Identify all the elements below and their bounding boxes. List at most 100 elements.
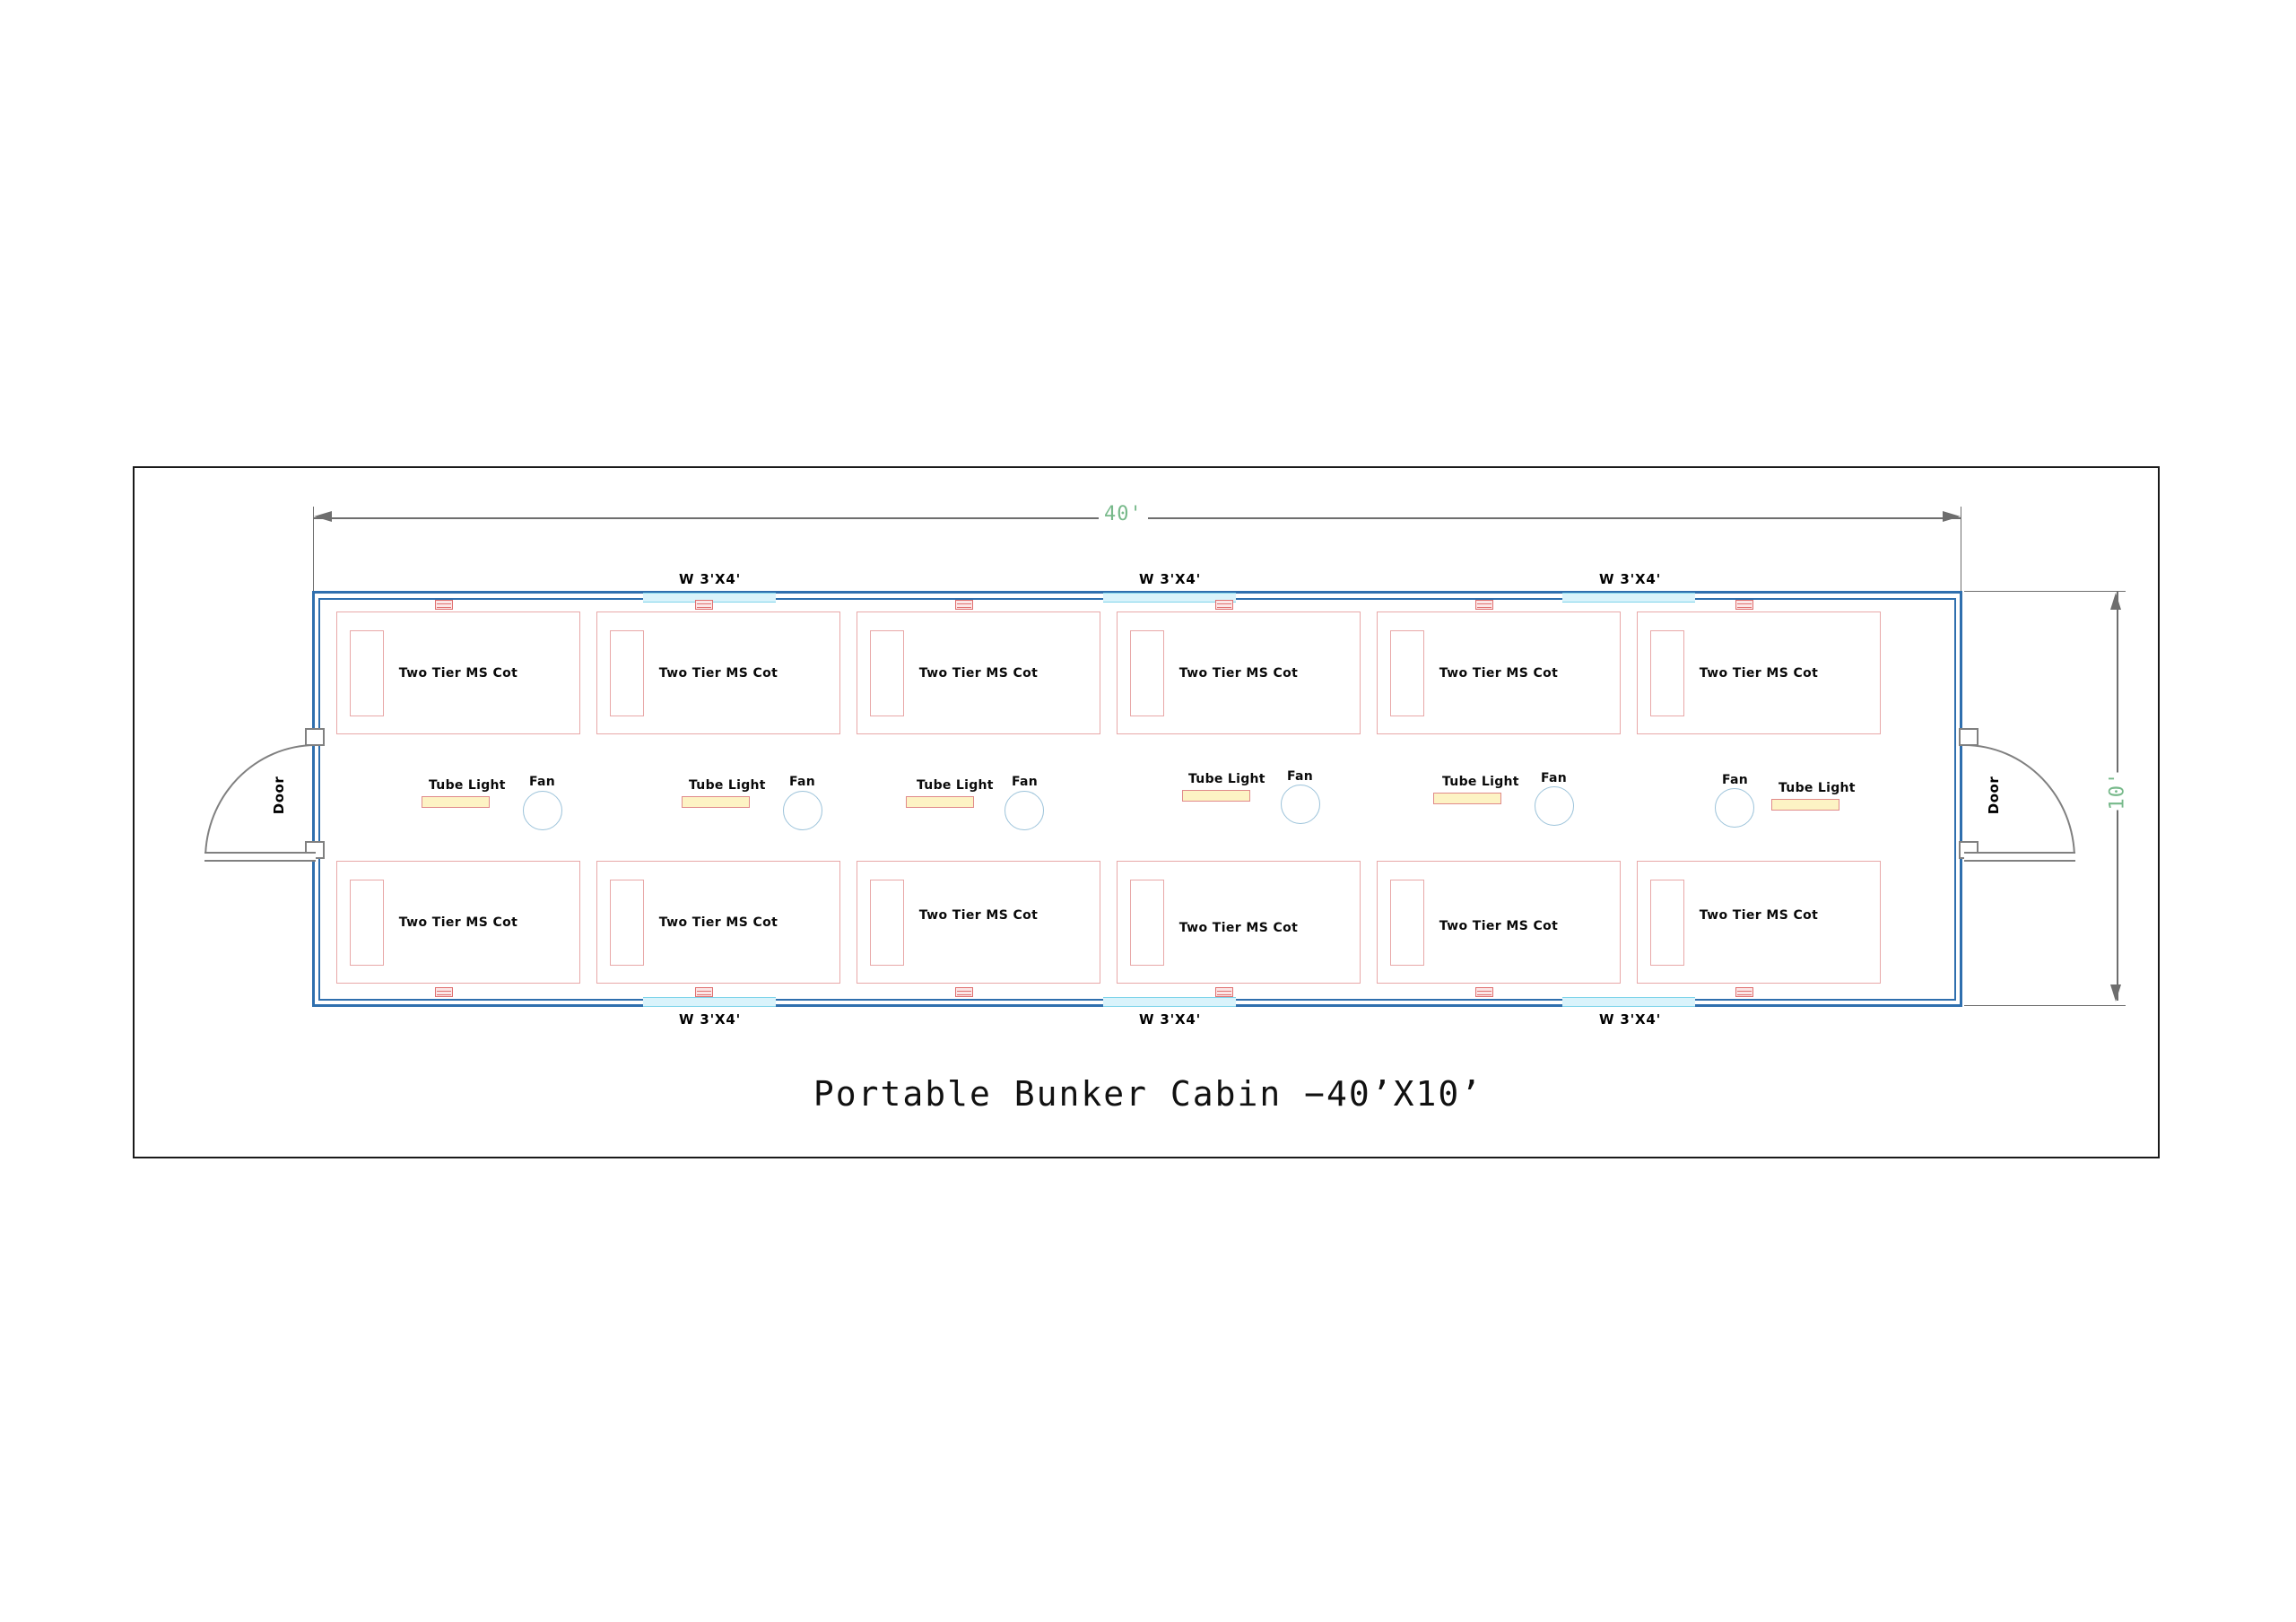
cot-top-6: Two Tier MS Cot [1637, 612, 1881, 734]
fan-label-6: Fan [1722, 773, 1749, 787]
cot-top-3: Two Tier MS Cot [857, 612, 1100, 734]
fan-icon-6 [1715, 788, 1754, 828]
window-bottom-label-3: W 3'X4' [1599, 1011, 1661, 1028]
dimension-extension-line-left [313, 507, 314, 594]
dimension-extension-line-top [1964, 591, 2126, 592]
cot-label: Two Tier MS Cot [918, 908, 1039, 923]
cot-pillow [1130, 880, 1164, 966]
door-leaf-left [204, 852, 316, 862]
cot-top-5: Two Tier MS Cot [1377, 612, 1621, 734]
drawing-title: Portable Bunker Cabin −40’X10’ [813, 1074, 1483, 1114]
fan-icon-5 [1535, 786, 1574, 826]
door-jamb-right-top [1959, 728, 1979, 746]
window-bottom-label-2: W 3'X4' [1139, 1011, 1201, 1028]
cot-bottom-5: Two Tier MS Cot [1377, 861, 1621, 984]
cot-pillow [870, 630, 904, 716]
wall-marker-top-6 [1735, 600, 1753, 610]
dimension-arrow-left [314, 511, 332, 522]
cot-bottom-6: Two Tier MS Cot [1637, 861, 1881, 984]
cot-bottom-3: Two Tier MS Cot [857, 861, 1100, 984]
window-top-2 [1103, 593, 1236, 603]
window-bottom-1 [643, 997, 776, 1007]
tube-light-1 [422, 796, 490, 808]
wall-marker-bottom-1 [435, 987, 453, 997]
wall-marker-bottom-3 [955, 987, 973, 997]
cot-pillow [1390, 880, 1424, 966]
window-bottom-3 [1562, 997, 1695, 1007]
dimension-arrow-bottom [2110, 984, 2121, 1002]
door-label-left: Door [271, 776, 288, 815]
cot-bottom-4: Two Tier MS Cot [1117, 861, 1361, 984]
cot-label: Two Tier MS Cot [1439, 919, 1559, 933]
cot-pillow [870, 880, 904, 966]
cot-label: Two Tier MS Cot [1699, 666, 1819, 681]
window-top-label-2: W 3'X4' [1139, 571, 1201, 587]
door-label-right: Door [1986, 776, 2003, 815]
wall-marker-top-3 [955, 600, 973, 610]
tube-light-label-6: Tube Light [1779, 781, 1856, 795]
cot-label: Two Tier MS Cot [918, 666, 1039, 681]
cot-bottom-2: Two Tier MS Cot [596, 861, 840, 984]
dimension-arrow-top [2110, 593, 2121, 610]
fan-label-1: Fan [529, 775, 556, 789]
cot-pillow [350, 630, 384, 716]
window-top-label-3: W 3'X4' [1599, 571, 1661, 587]
cot-label: Two Tier MS Cot [658, 915, 778, 930]
overall-width-dimension-label: 10' [2102, 772, 2133, 811]
cot-pillow [1390, 630, 1424, 716]
wall-marker-top-5 [1475, 600, 1493, 610]
window-bottom-2 [1103, 997, 1236, 1007]
fan-label-3: Fan [1012, 775, 1039, 789]
wall-marker-top-1 [435, 600, 453, 610]
cot-label: Two Tier MS Cot [1699, 908, 1819, 923]
cot-bottom-1: Two Tier MS Cot [336, 861, 580, 984]
tube-light-label-2: Tube Light [689, 778, 766, 793]
tube-light-label-4: Tube Light [1188, 772, 1265, 786]
cot-pillow [350, 880, 384, 966]
tube-light-6 [1771, 799, 1839, 811]
cot-pillow [1130, 630, 1164, 716]
fan-icon-3 [1004, 791, 1044, 830]
cot-pillow [1650, 630, 1684, 716]
cot-label: Two Tier MS Cot [1178, 666, 1299, 681]
cot-label: Two Tier MS Cot [398, 666, 518, 681]
wall-marker-bottom-6 [1735, 987, 1753, 997]
door-leaf-right [1964, 852, 2075, 862]
tube-light-5 [1433, 793, 1501, 804]
dimension-extension-line-bottom [1964, 1005, 2126, 1006]
overall-length-dimension-label: 40' [1099, 503, 1148, 525]
wall-marker-bottom-4 [1215, 987, 1233, 997]
tube-light-label-3: Tube Light [917, 778, 994, 793]
cot-pillow [1650, 880, 1684, 966]
tube-light-label-1: Tube Light [429, 778, 506, 793]
cot-pillow [610, 880, 644, 966]
cot-top-4: Two Tier MS Cot [1117, 612, 1361, 734]
cot-pillow [610, 630, 644, 716]
door-jamb-left-top [305, 728, 325, 746]
fan-label-2: Fan [789, 775, 816, 789]
tube-light-2 [682, 796, 750, 808]
window-top-3 [1562, 593, 1695, 603]
cot-top-1: Two Tier MS Cot [336, 612, 580, 734]
window-bottom-label-1: W 3'X4' [679, 1011, 741, 1028]
fan-icon-1 [523, 791, 562, 830]
cot-label: Two Tier MS Cot [1178, 921, 1299, 935]
drawing-frame [133, 466, 2160, 1158]
fan-label-4: Fan [1287, 769, 1314, 784]
tube-light-label-5: Tube Light [1442, 775, 1519, 789]
wall-marker-top-2 [695, 600, 713, 610]
tube-light-4 [1182, 790, 1250, 802]
cot-label: Two Tier MS Cot [658, 666, 778, 681]
tube-light-3 [906, 796, 974, 808]
dimension-arrow-right [1943, 511, 1961, 522]
wall-marker-top-4 [1215, 600, 1233, 610]
cot-top-2: Two Tier MS Cot [596, 612, 840, 734]
window-top-label-1: W 3'X4' [679, 571, 741, 587]
cot-label: Two Tier MS Cot [398, 915, 518, 930]
fan-icon-2 [783, 791, 822, 830]
cot-label: Two Tier MS Cot [1439, 666, 1559, 681]
wall-marker-bottom-2 [695, 987, 713, 997]
wall-marker-bottom-5 [1475, 987, 1493, 997]
fan-icon-4 [1281, 785, 1320, 824]
